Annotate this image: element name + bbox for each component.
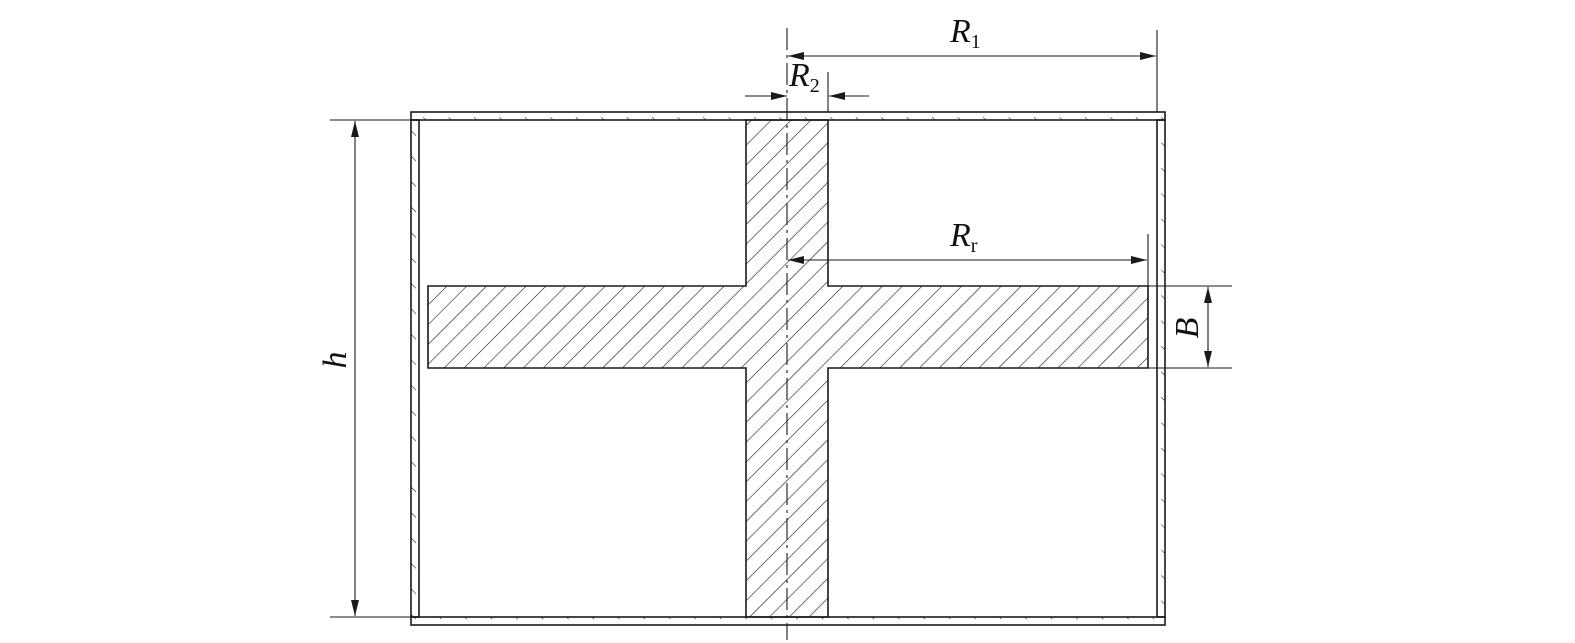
housing-top-wall: [410, 111, 1166, 121]
label-r2-main: R: [788, 57, 810, 94]
label-r1-subscript: 1: [971, 31, 981, 53]
label-rr: Rr: [949, 217, 978, 257]
dimension-rr: [788, 234, 1149, 286]
label-r2-subscript: 2: [810, 75, 820, 97]
label-rr-subscript: r: [971, 235, 978, 257]
label-r1-main: R: [949, 13, 971, 50]
dimension-b: [1148, 285, 1232, 369]
label-rr-main: R: [949, 217, 971, 254]
dimension-r2: [745, 72, 869, 112]
label-r1: R1: [949, 13, 981, 53]
label-h: h: [317, 352, 354, 369]
label-r2: R2: [788, 57, 820, 97]
label-b: B: [1169, 317, 1206, 338]
dimension-h: [330, 119, 411, 618]
housing-left-wall: [410, 119, 420, 618]
dimension-r1: [788, 30, 1158, 112]
rotor-cross-section: [427, 119, 1149, 618]
housing-bottom-wall: [410, 616, 1166, 626]
